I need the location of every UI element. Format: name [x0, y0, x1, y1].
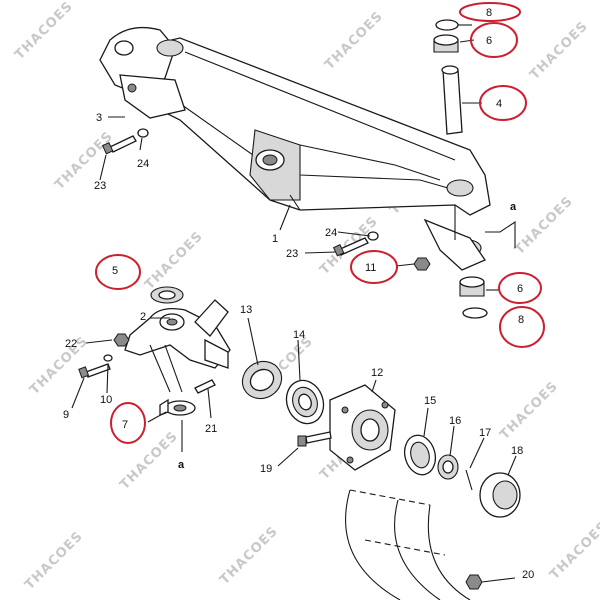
label-6-top: 6	[486, 35, 492, 47]
label-24-mid: 24	[325, 227, 337, 239]
bolt-upper	[101, 128, 149, 155]
label-5: 5	[112, 265, 118, 277]
bolt-lower	[332, 231, 379, 257]
wheel-nut	[465, 574, 483, 590]
highlight-8-lower	[499, 306, 545, 348]
watermark: THACOES	[142, 229, 206, 293]
watermark: THACOES	[52, 129, 116, 193]
thrust-washer	[159, 398, 196, 416]
label-8-top: 8	[486, 7, 492, 19]
label-17: 17	[479, 427, 491, 439]
label-22: 22	[65, 338, 77, 350]
highlight-7	[110, 402, 146, 444]
label-23-top: 23	[94, 180, 106, 192]
watermark: THACOES	[527, 19, 591, 83]
bolt-21	[194, 379, 216, 394]
label-8-lower: 8	[518, 314, 524, 326]
watermark: THACOES	[117, 429, 181, 493]
label-20: 20	[522, 569, 534, 581]
label-13: 13	[240, 304, 252, 316]
bearing-14	[285, 379, 325, 425]
bearing-15	[403, 434, 437, 476]
wheel-hub	[329, 384, 396, 471]
watermark: THACOES	[217, 524, 281, 588]
castle-nut	[437, 454, 459, 480]
o-ring-top	[435, 19, 459, 31]
watermark: THACOES	[22, 529, 86, 593]
highlight-4	[479, 85, 527, 121]
o-ring-lower	[462, 307, 488, 319]
label-a-bottom: a	[178, 459, 185, 471]
label-7: 7	[122, 419, 128, 431]
label-21: 21	[205, 423, 217, 435]
bolt-9	[78, 354, 113, 379]
king-pin	[441, 65, 463, 135]
watermark: THACOES	[12, 0, 76, 63]
highlight-marks	[95, 2, 545, 444]
nut-11	[413, 257, 431, 271]
label-9: 9	[63, 409, 69, 421]
label-23-mid: 23	[286, 248, 298, 260]
bush-top	[433, 34, 459, 53]
cotter-pin	[465, 469, 473, 491]
highlight-6-lower	[498, 272, 542, 304]
watermark: THACOES	[497, 379, 561, 443]
hub-cap	[479, 472, 521, 518]
label-10: 10	[100, 394, 112, 406]
wheel-rim	[345, 489, 471, 601]
watermark: THACOES	[512, 194, 576, 258]
label-18: 18	[511, 445, 523, 457]
watermark: THACOES	[547, 519, 600, 583]
oil-seal	[150, 286, 184, 304]
highlight-8-top	[459, 2, 521, 22]
label-24-top: 24	[137, 158, 149, 170]
label-1: 1	[272, 233, 278, 245]
highlight-6-top	[470, 22, 518, 58]
highlight-11	[350, 250, 398, 284]
bush-lower	[459, 276, 485, 297]
label-14: 14	[293, 329, 305, 341]
label-12: 12	[371, 367, 383, 379]
label-2: 2	[140, 311, 146, 323]
nut-22	[113, 333, 130, 347]
label-19: 19	[260, 463, 272, 475]
bolt-19	[297, 431, 332, 447]
label-4: 4	[496, 98, 502, 110]
label-16: 16	[449, 415, 461, 427]
highlight-5	[95, 254, 141, 290]
leader-lines	[71, 24, 517, 583]
oil-seal-13	[241, 360, 283, 400]
label-6-lower: 6	[517, 283, 523, 295]
axle-beam	[99, 26, 491, 271]
steering-knuckle	[124, 299, 231, 393]
label-a-top: a	[510, 201, 517, 213]
label-11: 11	[365, 262, 376, 274]
watermark: THACOES	[27, 334, 91, 398]
watermark: THACOES	[322, 9, 386, 73]
label-15: 15	[424, 395, 436, 407]
label-3: 3	[96, 112, 102, 124]
part-labels: 8 6 4 3 24 23 1 24 23 11 a 5 6 8 2 13 14…	[63, 7, 534, 581]
